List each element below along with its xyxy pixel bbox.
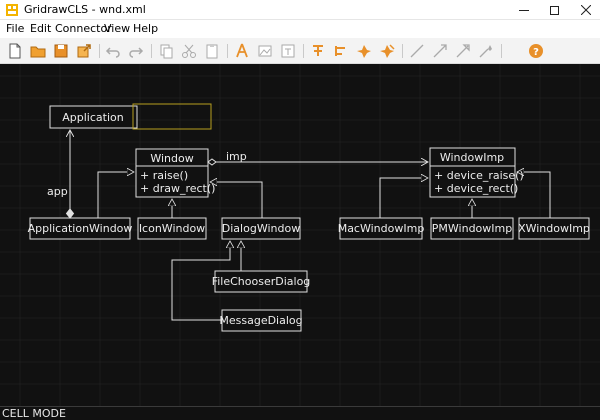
icon-window-label: IconWindow xyxy=(139,222,205,235)
help-icon: ? xyxy=(529,44,543,58)
menu-connector[interactable]: Connector xyxy=(55,22,112,35)
minimize-icon xyxy=(519,9,529,11)
paste-button[interactable] xyxy=(203,42,221,60)
open-button[interactable] xyxy=(29,42,47,60)
close-icon xyxy=(581,5,591,15)
distribute-tool-button[interactable] xyxy=(355,42,373,60)
dependency-tool-button[interactable] xyxy=(454,42,472,60)
window-title: GridrawCLS - wnd.xml xyxy=(24,3,146,16)
mac-window-imp-class[interactable] xyxy=(339,217,423,240)
help-button[interactable]: ? xyxy=(527,42,545,60)
arrow-tool-button[interactable] xyxy=(431,42,449,60)
imp-role-label: imp xyxy=(226,150,247,163)
zoom-in-icon xyxy=(380,44,395,58)
text-tool-button[interactable] xyxy=(279,42,297,60)
grid-icon xyxy=(313,45,323,56)
file-chooser-label: FileChooserDialog xyxy=(212,275,311,288)
app-role-label: app xyxy=(47,185,68,198)
align-tool-button[interactable] xyxy=(332,42,350,60)
export-button[interactable] xyxy=(75,42,93,60)
application-label: Application xyxy=(62,111,123,124)
window-op-draw-rect: + draw_rect() xyxy=(140,182,215,195)
window-op-raise: + raise() xyxy=(140,169,188,182)
close-button[interactable] xyxy=(566,0,600,20)
paste-icon xyxy=(206,44,218,59)
class-tool-button[interactable] xyxy=(233,42,251,60)
undo-button[interactable] xyxy=(104,42,122,60)
status-mode: CELL MODE xyxy=(2,407,66,420)
window-label: Window xyxy=(150,152,193,165)
align-icon xyxy=(335,46,345,56)
undo-icon xyxy=(105,47,120,58)
composition-tool-button[interactable] xyxy=(477,42,495,60)
menu-bar: File Edit Connector View Help xyxy=(0,20,600,38)
class-icon xyxy=(236,43,248,58)
cut-icon xyxy=(182,44,196,58)
pm-window-imp-label: PMWindowImp xyxy=(432,222,512,235)
image-icon xyxy=(258,45,272,57)
file-chooser-dialog-class[interactable] xyxy=(214,270,308,293)
redo-icon xyxy=(129,47,144,58)
application-class[interactable] xyxy=(49,105,138,129)
dialog-window-label: DialogWindow xyxy=(222,222,300,235)
x-window-imp-label: XWindowImp xyxy=(518,222,590,235)
x-window-imp-class[interactable] xyxy=(518,217,590,240)
menu-file[interactable]: File xyxy=(6,22,25,35)
line-tool-button[interactable] xyxy=(408,42,426,60)
export-icon xyxy=(77,44,91,58)
arrow-icon xyxy=(433,44,447,58)
maximize-button[interactable] xyxy=(534,0,574,20)
message-dialog-label: MessageDialog xyxy=(219,314,302,327)
cut-button[interactable] xyxy=(180,42,198,60)
window-imp-label: WindowImp xyxy=(440,151,504,164)
text-icon xyxy=(281,44,295,58)
menu-help[interactable]: Help xyxy=(133,22,159,35)
window-imp-class[interactable] xyxy=(429,147,516,198)
zoom-in-button[interactable] xyxy=(378,42,396,60)
new-file-icon xyxy=(9,43,21,59)
distribute-icon xyxy=(357,45,371,58)
maximize-icon xyxy=(549,5,559,15)
minimize-button[interactable] xyxy=(504,0,544,20)
window-imp-op-rect: + device_rect() xyxy=(434,182,518,195)
new-file-button[interactable] xyxy=(6,42,24,60)
toolbar: ? xyxy=(0,38,600,64)
svg-text:?: ? xyxy=(533,47,539,58)
diagram-canvas[interactable]: Application Window + raise() + draw_rect… xyxy=(0,64,600,406)
open-folder-icon xyxy=(30,46,46,58)
selected-cell[interactable] xyxy=(132,103,212,130)
image-tool-button[interactable] xyxy=(256,42,274,60)
menu-view[interactable]: View xyxy=(104,22,131,35)
dialog-window-class[interactable] xyxy=(221,217,301,240)
grid-tool-button[interactable] xyxy=(309,42,327,60)
application-window-label: ApplicationWindow xyxy=(28,222,133,235)
application-window-class[interactable] xyxy=(29,217,131,240)
menu-edit[interactable]: Edit xyxy=(30,22,52,35)
save-icon xyxy=(54,44,68,58)
copy-button[interactable] xyxy=(157,42,175,60)
redo-button[interactable] xyxy=(127,42,145,60)
status-bar: CELL MODE xyxy=(0,406,600,420)
connectors xyxy=(65,130,551,321)
mac-window-imp-label: MacWindowImp xyxy=(338,222,425,235)
title-bar: GridrawCLS - wnd.xml xyxy=(0,0,600,20)
save-button[interactable] xyxy=(52,42,70,60)
line-icon xyxy=(410,44,424,58)
app-logo-icon xyxy=(6,4,18,16)
dependency-icon xyxy=(456,44,470,58)
composition-icon xyxy=(479,45,492,58)
window-imp-op-raise: + device_raise() xyxy=(434,169,524,182)
window-class[interactable] xyxy=(135,148,209,198)
copy-icon xyxy=(160,44,173,59)
